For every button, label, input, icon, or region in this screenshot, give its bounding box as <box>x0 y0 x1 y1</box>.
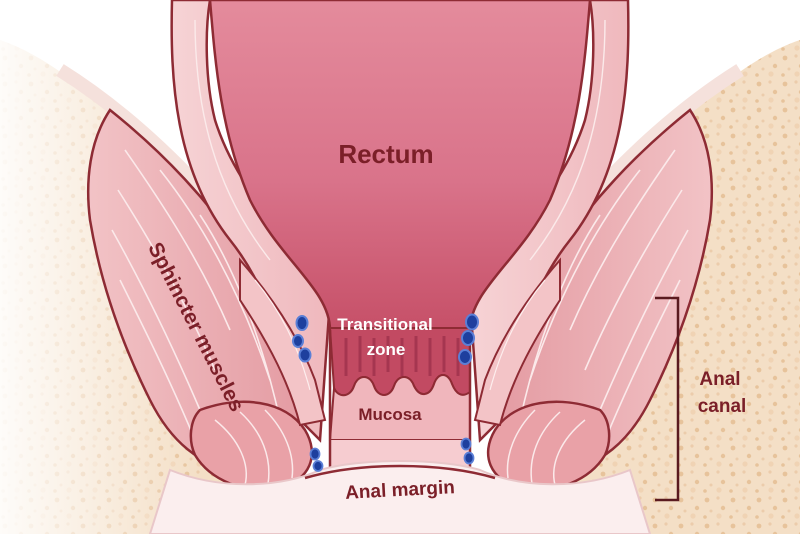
anal-margin-line <box>304 464 496 480</box>
anal-margin-skin <box>148 460 652 534</box>
blood-vessels <box>292 313 479 472</box>
label-transitional: Transitional <box>337 315 432 334</box>
label-mucosa: Mucosa <box>358 405 422 424</box>
label-rectum: Rectum <box>338 139 433 169</box>
left-external-sphincter <box>86 108 302 472</box>
mucosa <box>328 374 471 441</box>
internal-sphincter <box>239 257 561 427</box>
vessel-right-upper <box>458 313 479 365</box>
vessel-left-lower <box>309 447 324 472</box>
label-canal: canal <box>698 396 747 417</box>
vessel-left-upper <box>292 315 312 363</box>
label-zone: zone <box>367 340 406 359</box>
anal-canal-bracket <box>655 296 680 502</box>
vessel-right-lower <box>460 437 475 465</box>
label-anal: Anal <box>699 369 740 390</box>
